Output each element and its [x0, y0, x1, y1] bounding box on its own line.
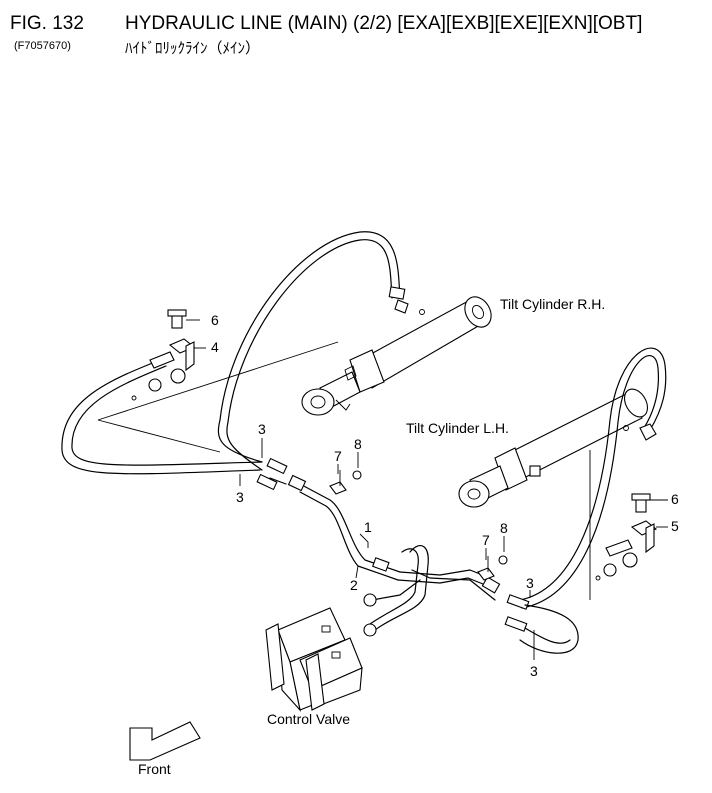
figure-title-japanese: ﾊｲﾄﾞﾛﾘｯｸﾗｲﾝ（ﾒｲﾝ）: [125, 40, 261, 57]
callout-8-left: 8: [354, 436, 362, 452]
callout-7-right: 7: [482, 532, 490, 548]
callout-1: 1: [364, 519, 372, 535]
callout-3-lower-right: 3: [530, 663, 538, 679]
callout-2: 2: [350, 577, 358, 593]
reference-lines: [97, 341, 591, 600]
figure-code: (F7057670): [14, 40, 71, 52]
label-control-valve: Control Valve: [267, 711, 350, 727]
hoses-item-3: [519, 604, 579, 654]
clamp-left: [329, 470, 362, 495]
callout-leaders: [239, 438, 535, 660]
clamp-right: [477, 555, 508, 581]
hose-long-right: [519, 347, 667, 609]
control-valve: [265, 607, 363, 712]
elbow-fitting-rh: [388, 286, 425, 315]
tilt-cylinder-lh: [458, 388, 649, 508]
callout-3-upper-left: 3: [258, 421, 266, 437]
figure-title: HYDRAULIC LINE (MAIN) (2/2) [EXA][EXB][E…: [125, 13, 643, 34]
callout-5: 5: [671, 518, 679, 534]
hose-fittings: [256, 457, 530, 637]
figure-number: FIG. 132: [10, 13, 84, 34]
callout-4: 4: [211, 339, 219, 355]
label-tilt-cylinder-rh: Tilt Cylinder R.H.: [500, 296, 605, 312]
callout-6-right: 6: [671, 491, 679, 507]
steel-pipes: [269, 477, 496, 631]
hose-long-upper: [61, 231, 401, 475]
tilt-cylinder-rh: [301, 296, 492, 416]
block-fitting-left: [131, 309, 206, 401]
label-front: Front: [138, 761, 171, 777]
callout-6-left: 6: [211, 312, 219, 328]
callout-3-upper-right: 3: [526, 575, 534, 591]
label-tilt-cylinder-lh: Tilt Cylinder L.H.: [406, 420, 509, 436]
block-fitting-right: [595, 493, 668, 581]
callout-7-left: 7: [334, 448, 342, 464]
callout-3-lower-left: 3: [236, 489, 244, 505]
callout-8-right: 8: [500, 520, 508, 536]
front-arrow: [129, 721, 201, 761]
